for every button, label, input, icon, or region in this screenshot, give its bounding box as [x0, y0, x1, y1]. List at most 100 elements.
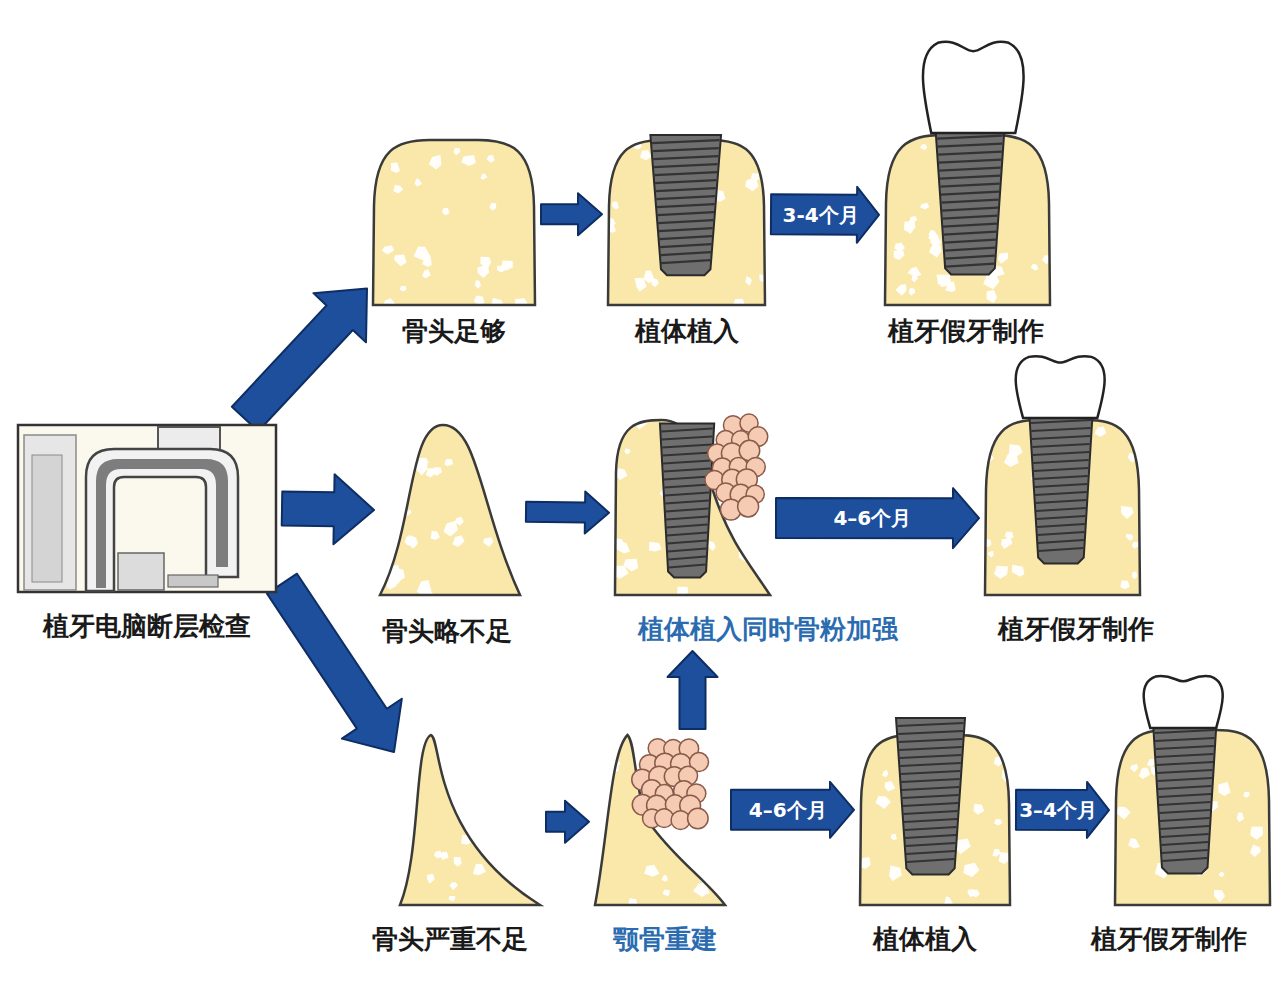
- bone-texture: [611, 417, 759, 600]
- implant-thread: [1157, 762, 1213, 765]
- bone-pore: [393, 185, 403, 194]
- implant-thread: [942, 208, 998, 211]
- implant-thread: [1038, 540, 1084, 543]
- implant-thread: [664, 477, 710, 480]
- tooth-crown: [1016, 356, 1105, 418]
- implant-thread: [1160, 818, 1210, 821]
- implant-thread: [668, 557, 706, 560]
- bone-pore: [1005, 532, 1014, 540]
- bone-pore: [617, 541, 630, 554]
- bone-pore: [721, 786, 726, 792]
- implant-threads: [898, 723, 964, 862]
- implant-thread: [1159, 810, 1210, 813]
- implant-thread: [1037, 532, 1084, 535]
- implant-thread: [656, 196, 715, 199]
- implant-thread: [1032, 436, 1090, 439]
- implant-thread: [1036, 500, 1087, 503]
- bone-pore: [1001, 539, 1012, 549]
- implant-thread: [658, 220, 713, 223]
- implant-thread: [1162, 850, 1208, 853]
- flow-arrow: [668, 651, 718, 729]
- implant-thread: [1036, 508, 1086, 511]
- bone-pore: [391, 163, 400, 173]
- node-illustration: [985, 355, 1140, 595]
- bone-pore: [662, 875, 668, 882]
- bone-pore: [415, 178, 422, 186]
- bone-group: [611, 414, 770, 599]
- bone-pore: [480, 257, 491, 270]
- bone-pore: [404, 537, 414, 546]
- implant-thread: [654, 172, 717, 175]
- stage-caption: 植牙假牙制作: [1091, 923, 1247, 955]
- implant-thread: [1037, 524, 1085, 527]
- bone-fill: [608, 140, 765, 305]
- graft-granule: [738, 496, 759, 517]
- implant-thread: [656, 188, 716, 191]
- implant-thread: [945, 256, 995, 259]
- implant-thread: [1158, 794, 1211, 797]
- bone-pore: [746, 540, 759, 550]
- bone-pore: [623, 559, 638, 572]
- ct-scan-node: 植牙电脑断层检查: [18, 425, 276, 592]
- stage-illustration: 植牙假牙制作: [885, 40, 1050, 305]
- bone-pore: [504, 756, 514, 767]
- bone-pore: [904, 222, 916, 234]
- implant-thread: [903, 811, 957, 814]
- bone-pore: [442, 208, 450, 216]
- flow-arrow: [1016, 782, 1109, 838]
- tooth-crown: [1144, 676, 1223, 728]
- bone-fill: [595, 735, 725, 905]
- bone-pore: [382, 245, 394, 254]
- bone-pore: [1139, 768, 1150, 779]
- bone-pore: [709, 819, 721, 833]
- stage-illustration: 骨头足够: [373, 140, 535, 305]
- implant-thread: [660, 244, 712, 247]
- bone-pore: [493, 803, 509, 817]
- bone-pore: [998, 252, 1008, 263]
- implant-thread: [1031, 420, 1091, 423]
- bone-pore: [983, 538, 991, 547]
- implant-thread: [663, 453, 712, 456]
- bone-pore: [1120, 581, 1129, 590]
- flow-arrow: [731, 782, 854, 838]
- bone-pore: [525, 821, 532, 827]
- bone-pore: [986, 290, 997, 303]
- bone-pore: [483, 537, 493, 547]
- bone-group: [858, 718, 1018, 907]
- bone-group: [380, 421, 520, 603]
- bone-graft: [632, 739, 709, 830]
- implant-thread: [900, 763, 961, 766]
- bone-pore: [473, 733, 480, 740]
- implant-thread: [938, 144, 1003, 147]
- bone-group: [983, 399, 1140, 595]
- implant-thread: [1161, 834, 1209, 837]
- stage-illustration: 植体植入同时骨粉加强: [615, 420, 770, 595]
- implant-body: [896, 718, 965, 874]
- implant-thread: [1160, 826, 1209, 829]
- bone-pore: [624, 448, 630, 454]
- node-illustration: [400, 735, 540, 905]
- flow-arrow: [282, 474, 374, 544]
- implant-thread: [938, 152, 1002, 155]
- bone-pore: [591, 837, 602, 849]
- implant-thread: [940, 184, 999, 187]
- bone-pore: [920, 203, 929, 210]
- implant-thread: [663, 469, 710, 472]
- implant-thread: [661, 260, 710, 263]
- bone-pore: [945, 281, 956, 292]
- bone-pore: [963, 863, 979, 878]
- implant-thread: [654, 164, 718, 167]
- implant-threads: [1154, 714, 1216, 861]
- bone-pore: [501, 260, 513, 270]
- bone-pore: [1243, 792, 1250, 798]
- implant-thread: [666, 517, 708, 520]
- implant-thread: [1156, 746, 1214, 749]
- bone-group: [591, 735, 726, 907]
- bone-texture: [382, 148, 540, 313]
- bone-pore: [487, 155, 495, 163]
- implant-thread: [661, 429, 712, 432]
- bone-pore: [894, 242, 905, 251]
- bone-pore: [994, 819, 1002, 825]
- stage-caption: 骨头严重不足: [372, 923, 528, 955]
